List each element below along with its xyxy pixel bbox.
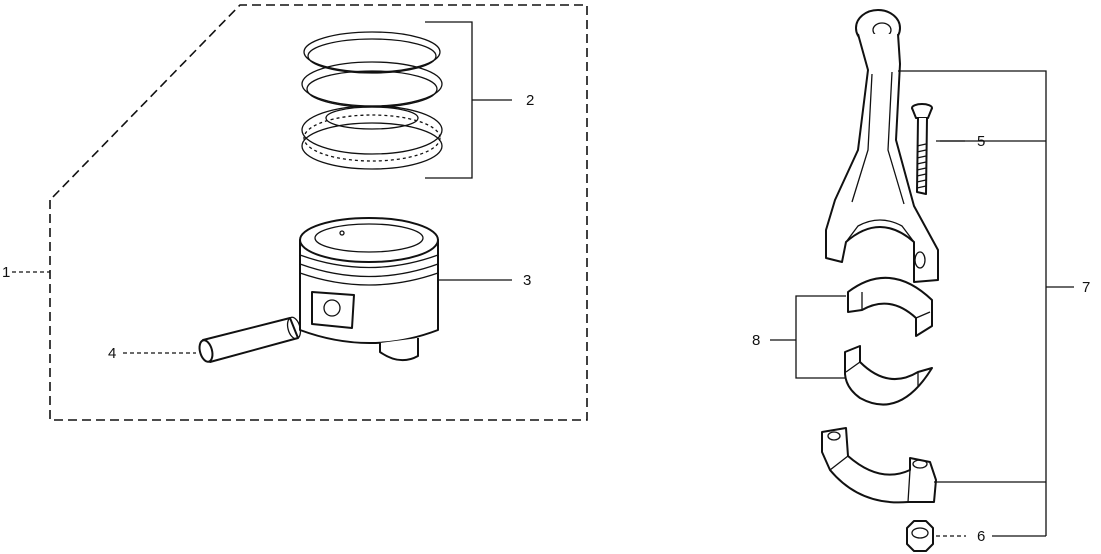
connecting-rod-bolt[interactable]: [911, 103, 933, 195]
callout-7: 7: [1082, 279, 1090, 296]
piston-kit-boundary: [49, 4, 588, 421]
connecting-rod[interactable]: [825, 9, 939, 283]
callout-6: 6: [977, 528, 985, 545]
bracket-bearing-set: [770, 295, 846, 379]
callout-8: 8: [752, 332, 760, 349]
bearing-shell-lower[interactable]: [844, 345, 933, 406]
connecting-rod-cap[interactable]: [821, 427, 937, 504]
bearing-shell-upper[interactable]: [847, 276, 933, 337]
piston-kit-group: [12, 4, 588, 421]
callout-5: 5: [977, 133, 985, 150]
piston[interactable]: [299, 217, 439, 362]
bracket-ring-set: [425, 21, 512, 179]
callout-1: 1: [2, 264, 10, 281]
connecting-rod-nut[interactable]: [906, 520, 934, 552]
callout-4: 4: [108, 345, 116, 362]
callout-2: 2: [526, 92, 534, 109]
piston-pin[interactable]: [197, 316, 302, 363]
connecting-rod-group: [770, 9, 1074, 552]
bracket-rod-assembly: [898, 70, 1074, 536]
callout-3: 3: [523, 272, 531, 289]
piston-ring-set[interactable]: [301, 31, 443, 170]
callout-labels: 1 2 3 4 5 6 7 8: [2, 92, 1090, 545]
